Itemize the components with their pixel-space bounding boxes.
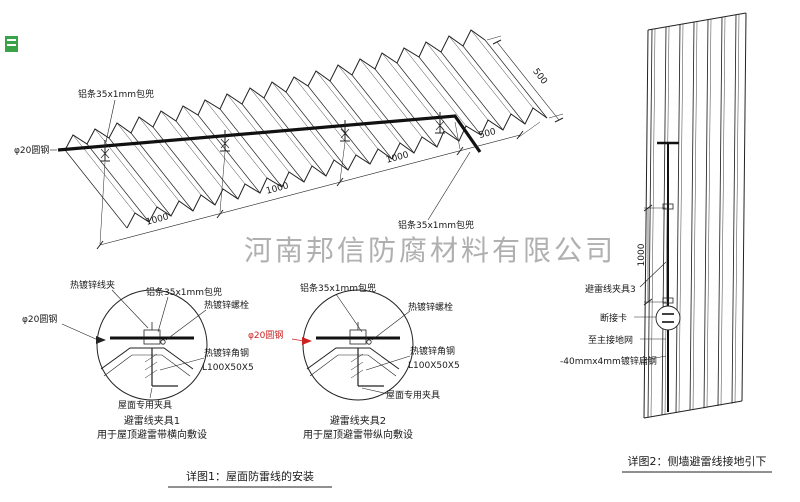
label-roof-fixture-d2: 屋面专用夹具 (386, 389, 440, 401)
label-flat-steel: -40mmx4mm镀锌扁钢 (560, 355, 657, 367)
dim-500-2: 500 (530, 67, 549, 87)
label-round-steel-main: φ20圆钢 (14, 144, 49, 156)
detail1-labels: 热镀锌线夹 铝条35x1mm包兜 热镀锌螺栓 φ20圆钢 热镀锌角钢 L100X… (22, 279, 254, 441)
label-round-steel-d1: φ20圆钢 (22, 313, 57, 325)
lightning-wire (57, 114, 482, 153)
wall-drawing: 1000 (634, 12, 747, 419)
wire-clamp-supports (100, 112, 445, 162)
dim-500-1: 500 (478, 127, 497, 141)
detail1-subtitle: 用于屋顶避雷带横向敷设 (97, 428, 207, 441)
label-angle-spec-d1: L100X50X5 (202, 363, 254, 373)
label-angle-steel-d1: 热镀锌角钢 (204, 347, 249, 359)
label-bolt-d1: 热镀锌螺栓 (204, 299, 249, 311)
label-alu-strip-d1: 铝条35x1mm包兜 (146, 286, 222, 298)
detail2-drawing (291, 289, 414, 401)
wall-labels: 避雷线夹具3 断接卡 至主接地网 -40mmx4mm镀锌扁钢 (560, 283, 657, 367)
roof-callouts: 铝条35x1mm包兜 φ20圆钢 铝条35x1mm包兜 (14, 88, 474, 231)
label-alu-strip-top: 铝条35x1mm包兜 (78, 88, 154, 100)
company-watermark: 河南邦信防腐材料有限公司 (244, 234, 616, 267)
label-to-ground-grid: 至主接地网 (588, 334, 633, 346)
roof-corrugated-sheet (64, 29, 548, 229)
label-disconnect-card: 断接卡 (600, 312, 627, 324)
label-round-steel-d2: φ20圆钢 (248, 329, 283, 341)
label-wall-clamp: 避雷线夹具3 (585, 283, 636, 295)
label-alu-strip-bottom: 铝条35x1mm包兜 (398, 219, 474, 231)
wall-dim-1000: 1000 (637, 243, 647, 266)
detail1-drawing (61, 289, 208, 401)
detail2-title: 避雷线夹具2 (330, 414, 386, 427)
label-angle-spec-d2: L100X50X5 (408, 361, 460, 371)
dim-1000-1: 1000 (145, 212, 170, 228)
dim-1000-3: 1000 (385, 150, 410, 166)
label-bolt-d2: 热镀锌螺栓 (408, 301, 453, 313)
disconnect-joint-circle (655, 305, 681, 331)
site-logo-icon (5, 36, 18, 52)
caption-detail2-text: 详图2：侧墙避雷线接地引下 (628, 454, 767, 468)
caption-detail1-text: 详图1：屋面防雷线的安装 (186, 469, 314, 483)
caption-detail1: 详图1：屋面防雷线的安装 (168, 469, 332, 488)
label-alu-strip-d2: 铝条35x1mm包兜 (300, 282, 376, 294)
dimension-extension-lines (99, 35, 564, 245)
detail1-title: 避雷线夹具1 (124, 414, 180, 427)
detail2-labels: 铝条35x1mm包兜 热镀锌螺栓 φ20圆钢 热镀锌角钢 L100X50X5 屋… (248, 282, 460, 441)
wall-clamp-mark-1 (662, 203, 674, 210)
wall-corrugation-lines (647, 14, 740, 418)
caption-detail2: 详图2：侧墙避雷线接地引下 (622, 454, 772, 473)
detail2-subtitle: 用于屋顶避雷带纵向敷设 (303, 428, 413, 441)
label-roof-fixture-d1: 屋面专用夹具 (118, 399, 172, 411)
label-angle-steel-d2: 热镀锌角钢 (410, 345, 455, 357)
dim-1000-2: 1000 (265, 181, 290, 197)
wall-clamp-mark-2 (662, 297, 674, 304)
label-hot-dip-clamp: 热镀锌线夹 (70, 279, 115, 291)
